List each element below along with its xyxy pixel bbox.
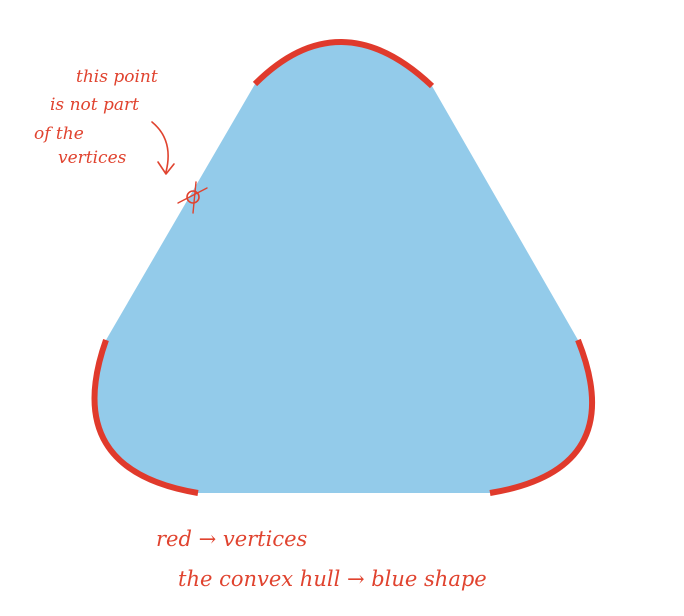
caption: red → vertices the convex hull → blue sh…: [156, 527, 487, 591]
marked-point-icon: [177, 181, 208, 214]
annotation-line-1: this point: [76, 67, 158, 87]
annotation-arrow-head: [157, 161, 175, 175]
caption-line-2: the convex hull → blue shape: [178, 567, 487, 591]
vertex-arc-left: [91, 339, 199, 496]
point-annotation: this point is not part of the vertices: [34, 67, 208, 214]
annotation-line-4: vertices: [58, 148, 127, 168]
annotation-line-3: of the: [34, 124, 84, 144]
caption-line-1: red → vertices: [156, 527, 308, 551]
annotation-line-2: is not part: [50, 95, 139, 115]
vertex-arc-top: [252, 39, 435, 89]
convex-hull-shape: [94, 41, 593, 493]
annotation-arrow: [151, 121, 169, 173]
vertex-arc-right: [489, 338, 595, 496]
